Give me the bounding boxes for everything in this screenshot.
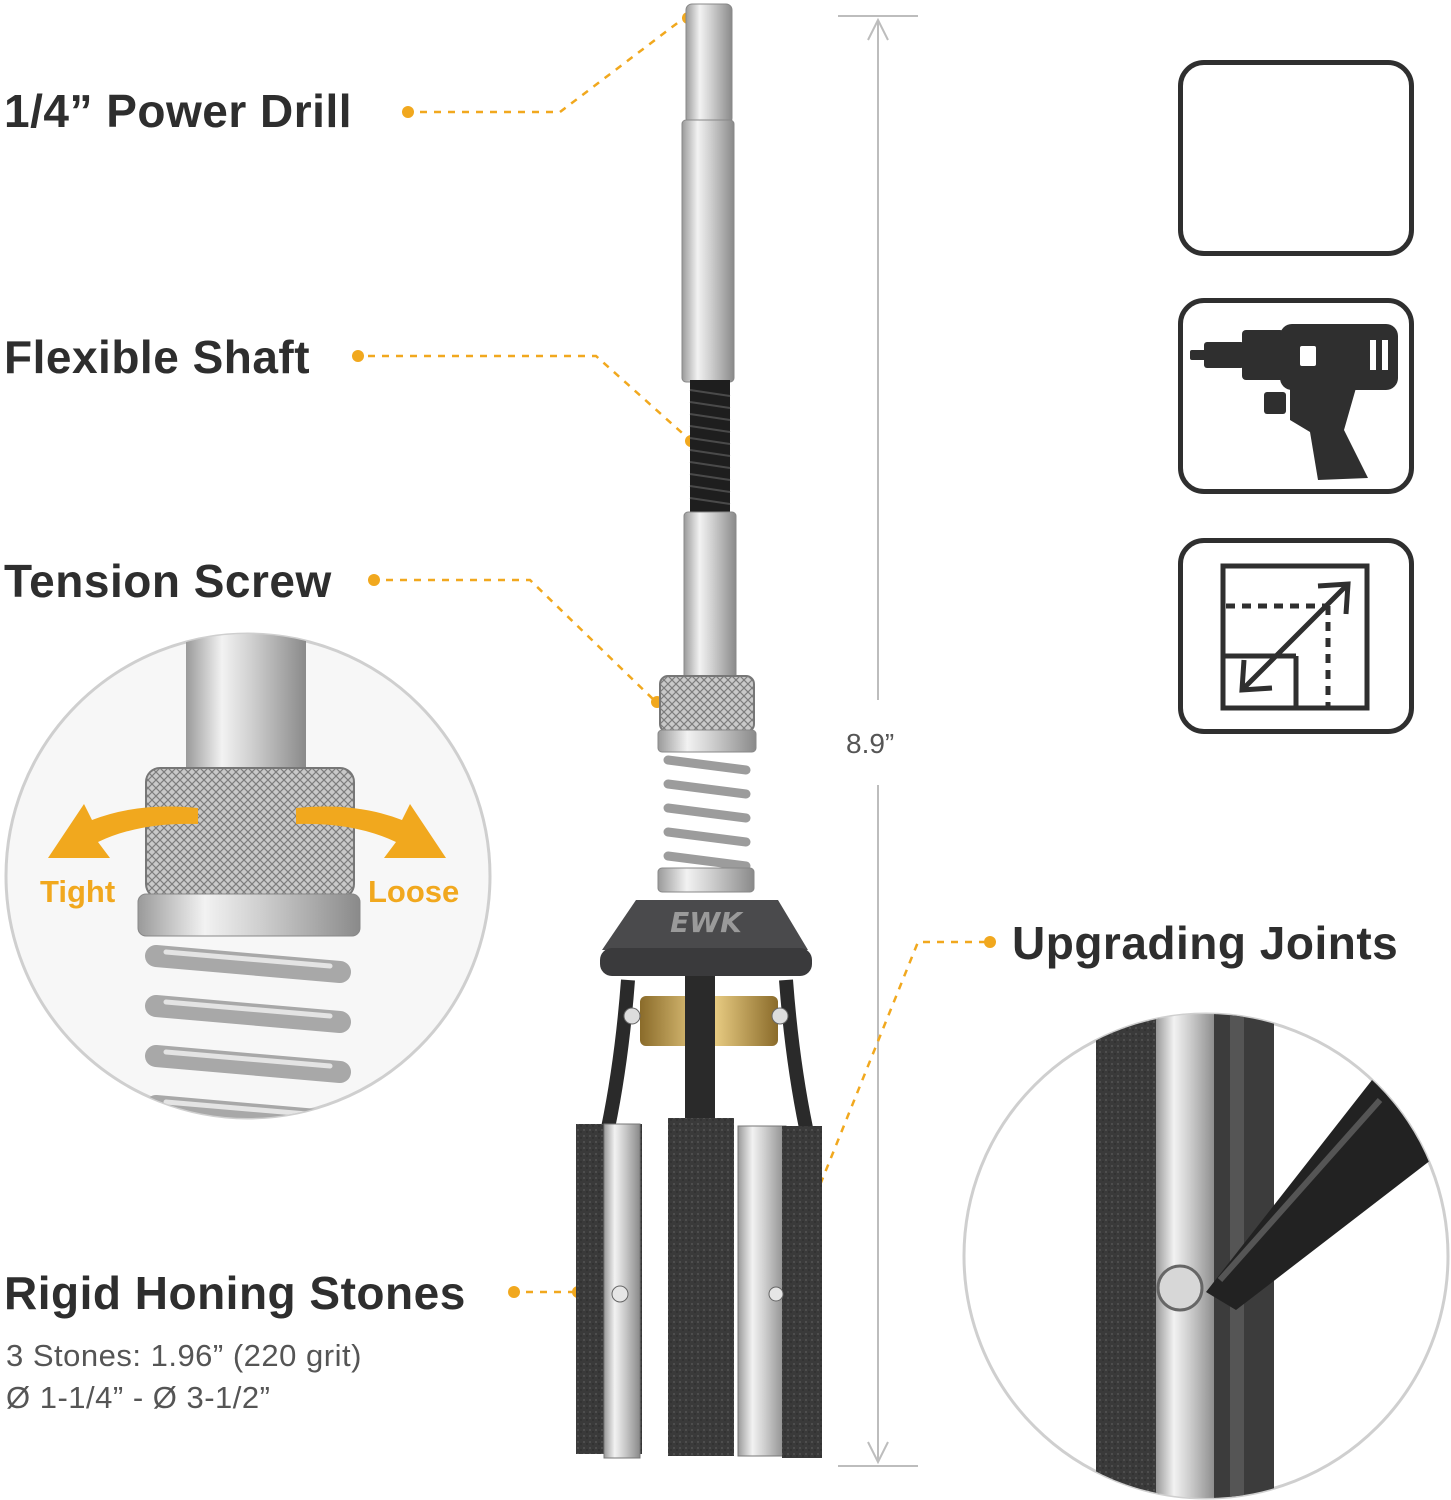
power-drill-icon-card: [1178, 298, 1414, 494]
tight-label: Tight: [40, 874, 116, 909]
hone-tool: EWK: [576, 3, 822, 1459]
loose-label: Loose: [368, 874, 460, 909]
size-range-icon-card: [1178, 538, 1414, 734]
quarter-inch-icon-card: 1/4 inch: [1178, 60, 1414, 256]
size-range-icon: [1220, 563, 1370, 711]
tension-screw-label: Tension Screw: [4, 555, 332, 607]
stones-spec: 3 Stones: 1.96” (220 grit): [6, 1338, 362, 1373]
flexible-shaft-label: Flexible Shaft: [4, 331, 311, 383]
loose-arrow-icon: [296, 804, 446, 858]
badge-unit: inch: [1271, 173, 1321, 200]
diameter-range-spec: Ø 1-1/4” - Ø 3-1/2”: [6, 1380, 271, 1415]
length-dimension: 8.9”: [846, 728, 895, 759]
rigid-honing-stones-label: Rigid Honing Stones: [4, 1267, 466, 1319]
tension-screw-detail: [4, 632, 492, 1120]
brand-logo: EWK: [670, 906, 744, 939]
dimension-line: [838, 15, 918, 1467]
power-drill-icon: [1190, 324, 1398, 480]
tight-arrow-icon: [48, 804, 198, 858]
upgrading-joints-detail: [962, 1012, 1450, 1500]
leader-lines: [368, 17, 986, 1294]
upgrading-joints-label: Upgrading Joints: [1012, 917, 1399, 969]
badge-value: 1/4: [1268, 125, 1324, 169]
leader-dots: [352, 12, 996, 1298]
power-drill-label: 1/4” Power Drill: [4, 85, 353, 137]
